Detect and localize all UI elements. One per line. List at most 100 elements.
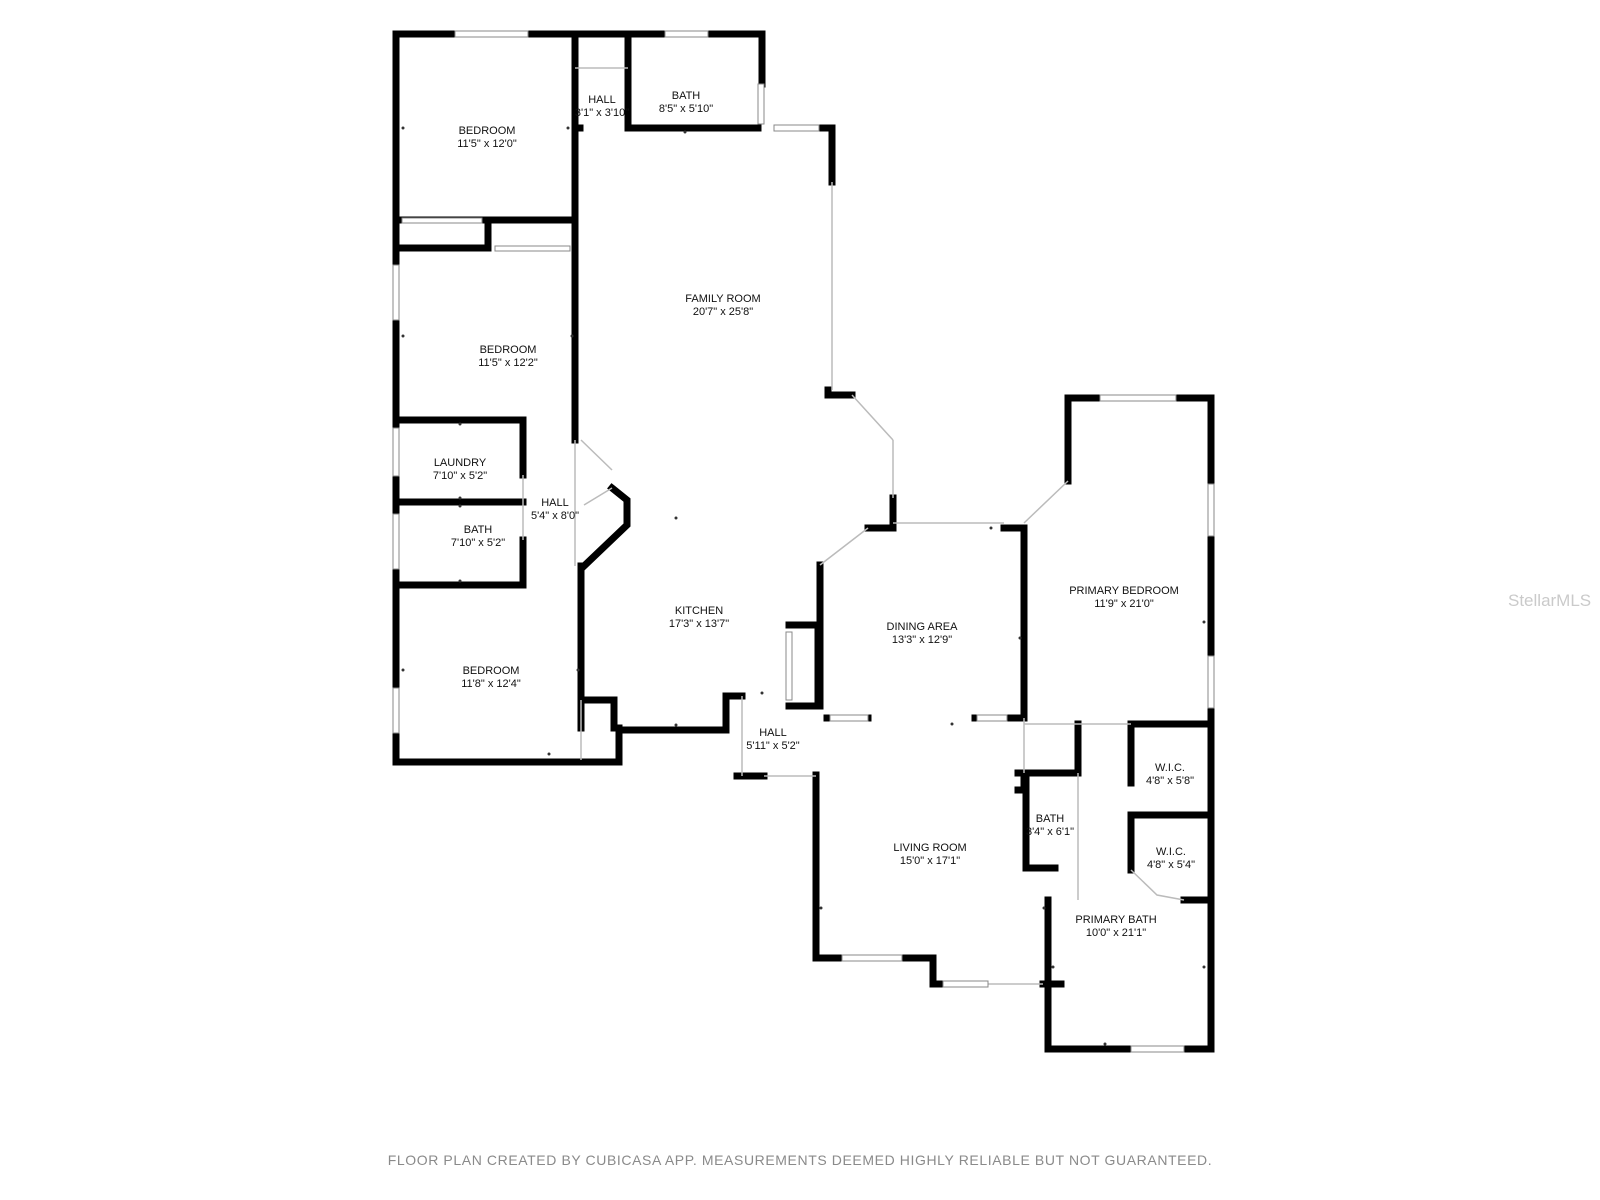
window xyxy=(494,245,571,252)
window xyxy=(454,30,529,38)
window xyxy=(785,631,793,701)
marker xyxy=(576,668,580,672)
marker xyxy=(458,504,462,508)
opening-line xyxy=(851,394,894,441)
wall xyxy=(864,494,897,532)
marker xyxy=(566,126,570,130)
marker xyxy=(989,526,993,530)
room-name: LIVING ROOM xyxy=(893,842,967,854)
room-dimensions: 8'5" x 5'10" xyxy=(658,103,714,115)
opening-line xyxy=(1130,869,1185,901)
window xyxy=(1130,1045,1185,1053)
room-name: BATH xyxy=(463,524,493,536)
window xyxy=(392,687,400,734)
marker xyxy=(570,334,574,338)
window xyxy=(392,427,400,477)
window xyxy=(392,264,400,321)
wall xyxy=(785,621,822,710)
room-label-bath-top: BATH 8'5" x 5'10" xyxy=(659,90,713,116)
room-label-bath-mid: BATH 7'10" x 5'2" xyxy=(451,524,505,550)
marker xyxy=(401,126,405,130)
room-dimensions: 3'1" x 3'10" xyxy=(574,107,630,119)
room-name: FAMILY ROOM xyxy=(685,293,761,305)
wall xyxy=(1014,769,1028,794)
wall xyxy=(392,216,492,252)
wall xyxy=(577,696,618,732)
room-name: LAUNDRY xyxy=(433,457,487,469)
room-label-wic-1: W.I.C. 4'8" x 5'8" xyxy=(1146,762,1194,788)
room-dimensions: 15'0" x 17'1" xyxy=(899,855,961,867)
room-name: HALL xyxy=(541,497,569,509)
window xyxy=(757,83,765,125)
room-dimensions: 7'10" x 5'2" xyxy=(432,470,488,482)
marker xyxy=(674,516,678,520)
wall xyxy=(392,30,623,766)
room-name: BATH xyxy=(1035,813,1065,825)
room-label-primary-bedroom: PRIMARY BEDROOM 11'9" x 21'0" xyxy=(1069,585,1179,611)
room-label-bedroom-3: BEDROOM 11'8" x 12'4" xyxy=(461,665,521,691)
marker xyxy=(401,334,405,338)
room-dimensions: 4'8" x 5'8" xyxy=(1145,775,1195,787)
wall xyxy=(812,771,954,988)
window xyxy=(942,980,989,988)
room-label-dining-area: DINING AREA 13'3" x 12'9" xyxy=(887,621,958,647)
room-name: PRIMARY BATH xyxy=(1075,914,1157,926)
room-dimensions: 3'4" x 6'1" xyxy=(1025,826,1075,838)
marker xyxy=(1202,620,1206,624)
room-dimensions: 7'10" x 5'2" xyxy=(450,537,506,549)
wall xyxy=(824,386,856,399)
room-name: PRIMARY BEDROOM xyxy=(1069,585,1179,597)
room-name: W.I.C. xyxy=(1156,846,1186,858)
room-name: BEDROOM xyxy=(462,665,520,677)
opening-line xyxy=(1023,480,1069,524)
openings xyxy=(522,67,1185,985)
marker xyxy=(1103,1042,1107,1046)
marker xyxy=(401,668,405,672)
marker xyxy=(674,723,678,727)
room-name: BEDROOM xyxy=(458,125,516,137)
marker xyxy=(547,752,551,756)
room-dimensions: 5'4" x 8'0" xyxy=(530,510,580,522)
window xyxy=(841,954,903,962)
room-name: W.I.C. xyxy=(1155,762,1185,774)
wall xyxy=(615,692,746,734)
center-walls xyxy=(579,124,897,734)
marker xyxy=(1051,965,1055,969)
wall xyxy=(1000,524,1028,722)
room-dimensions: 11'9" x 21'0" xyxy=(1094,598,1154,610)
opening-line xyxy=(580,439,613,471)
room-dimensions: 10'0" x 21'1" xyxy=(1085,927,1147,939)
window xyxy=(401,217,483,224)
room-label-hall-top: HALL 3'1" x 3'10" xyxy=(575,94,629,120)
room-name: BEDROOM xyxy=(479,344,537,356)
room-label-bedroom-1: BEDROOM 11'5" x 12'0" xyxy=(457,125,517,151)
room-label-family-room: FAMILY ROOM 20'7" x 25'8" xyxy=(685,293,760,319)
window xyxy=(773,124,820,132)
room-name: KITCHEN xyxy=(674,605,724,617)
window xyxy=(976,714,1008,722)
wall xyxy=(800,124,836,186)
room-label-primary-bath: PRIMARY BATH 10'0" x 21'1" xyxy=(1075,914,1156,940)
wall xyxy=(624,30,762,132)
window xyxy=(1099,394,1177,402)
room-label-laundry: LAUNDRY 7'10" x 5'2" xyxy=(433,457,487,483)
marker xyxy=(1042,906,1046,910)
room-dimensions: 4'8" x 5'4" xyxy=(1146,859,1196,871)
window xyxy=(392,513,400,570)
room-label-wic-2: W.I.C. 4'8" x 5'4" xyxy=(1147,846,1195,872)
room-name: HALL xyxy=(588,94,616,106)
windows xyxy=(392,30,1215,1053)
room-dimensions: 11'8" x 12'4" xyxy=(461,678,521,690)
dimension-markers xyxy=(401,126,1206,1046)
marker xyxy=(950,722,954,726)
left-wing-walls xyxy=(392,30,766,766)
room-dimensions: 11'5" x 12'2" xyxy=(478,357,538,369)
window xyxy=(1207,483,1215,537)
opening-line xyxy=(819,527,869,566)
room-dimensions: 11'5" x 12'0" xyxy=(457,138,517,150)
room-name: HALL xyxy=(759,727,787,739)
wall xyxy=(1064,394,1104,485)
wall xyxy=(579,483,631,571)
